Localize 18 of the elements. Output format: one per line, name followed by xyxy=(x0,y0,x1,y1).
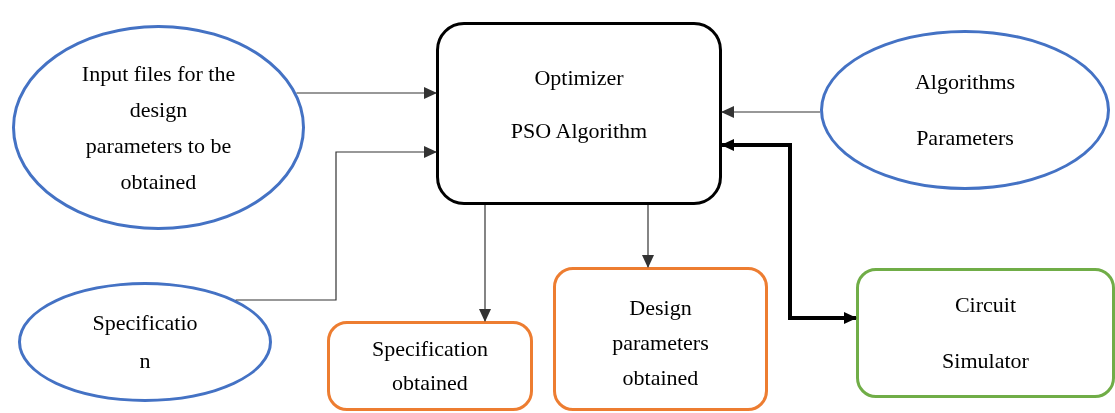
arrow xyxy=(721,106,821,118)
arrow xyxy=(642,204,654,268)
node-text: Circuit Simulator xyxy=(941,291,1030,375)
arrow xyxy=(721,139,857,324)
node-text: Optimizer xyxy=(534,64,624,92)
simulator-box xyxy=(856,268,1115,398)
node-text: PSO Algorithm xyxy=(510,117,648,145)
output-box xyxy=(327,321,533,411)
node-text: Design parameters obtained xyxy=(611,294,710,392)
node-text: Algorithms Parameters xyxy=(913,68,1017,152)
output-box xyxy=(553,267,768,411)
arrow xyxy=(295,87,437,99)
node-text: Input files for the design parameters to be obtained xyxy=(80,59,237,196)
arrow xyxy=(235,146,437,301)
arrow xyxy=(479,204,491,322)
node-text: Specificatio n xyxy=(91,309,199,375)
node-text: Specification obtained xyxy=(370,335,490,397)
process-box xyxy=(436,22,722,205)
